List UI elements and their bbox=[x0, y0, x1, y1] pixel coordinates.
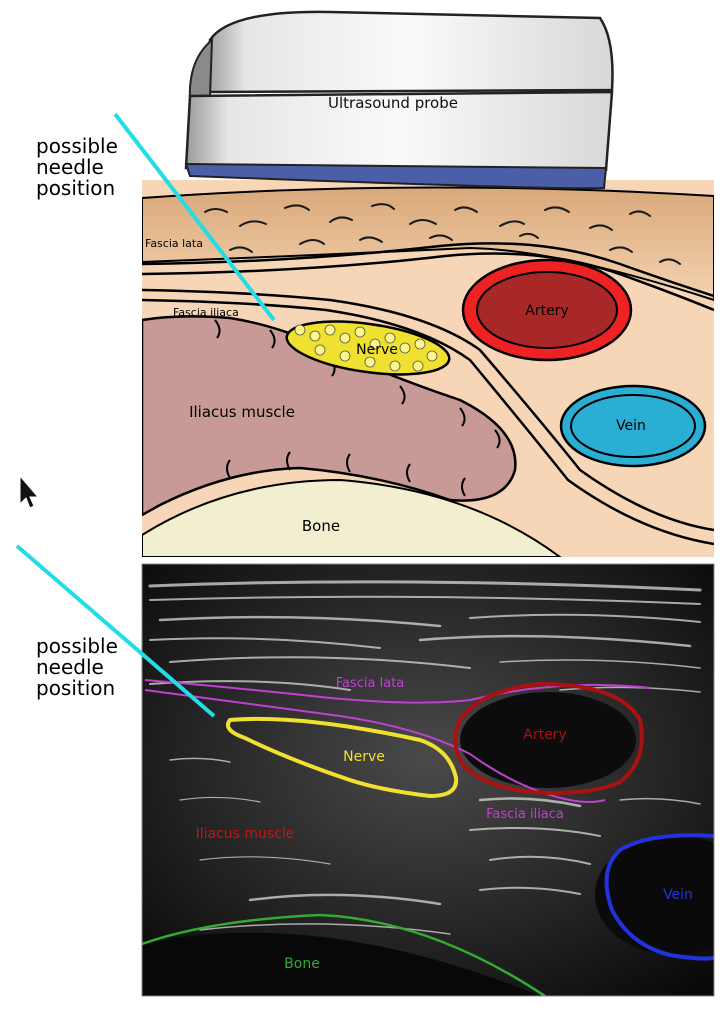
us-bone-label: Bone bbox=[284, 956, 320, 972]
ultrasound-probe: Ultrasound probe bbox=[186, 12, 613, 188]
us-fascia-iliaca-label: Fascia iliaca bbox=[486, 807, 564, 822]
anatomy-illustration: Fascia lata Fascia iliaca Nerve Artery V… bbox=[142, 180, 714, 557]
needle-position-label-bottom: possible needle position bbox=[36, 636, 146, 699]
mouse-pointer-icon bbox=[20, 476, 38, 508]
vein-label: Vein bbox=[616, 418, 646, 434]
ultrasound-image: Fascia lata Fascia iliaca Nerve Artery V… bbox=[142, 564, 727, 996]
fascia-iliaca-label: Fascia iliaca bbox=[173, 306, 239, 319]
bone-label: Bone bbox=[302, 517, 340, 535]
nerve-label: Nerve bbox=[356, 342, 398, 358]
probe-label: Ultrasound probe bbox=[328, 94, 458, 112]
us-nerve-label: Nerve bbox=[343, 749, 385, 765]
iliacus-label: Iliacus muscle bbox=[189, 403, 295, 421]
us-artery-label: Artery bbox=[523, 727, 566, 743]
us-vein-label: Vein bbox=[663, 887, 693, 903]
us-fascia-lata-label: Fascia lata bbox=[336, 676, 405, 691]
artery-label: Artery bbox=[525, 303, 568, 319]
us-iliacus-label: Iliacus muscle bbox=[196, 826, 295, 842]
fascia-lata-label: Fascia lata bbox=[145, 237, 203, 250]
needle-position-label-top: possible needle position bbox=[36, 136, 146, 199]
